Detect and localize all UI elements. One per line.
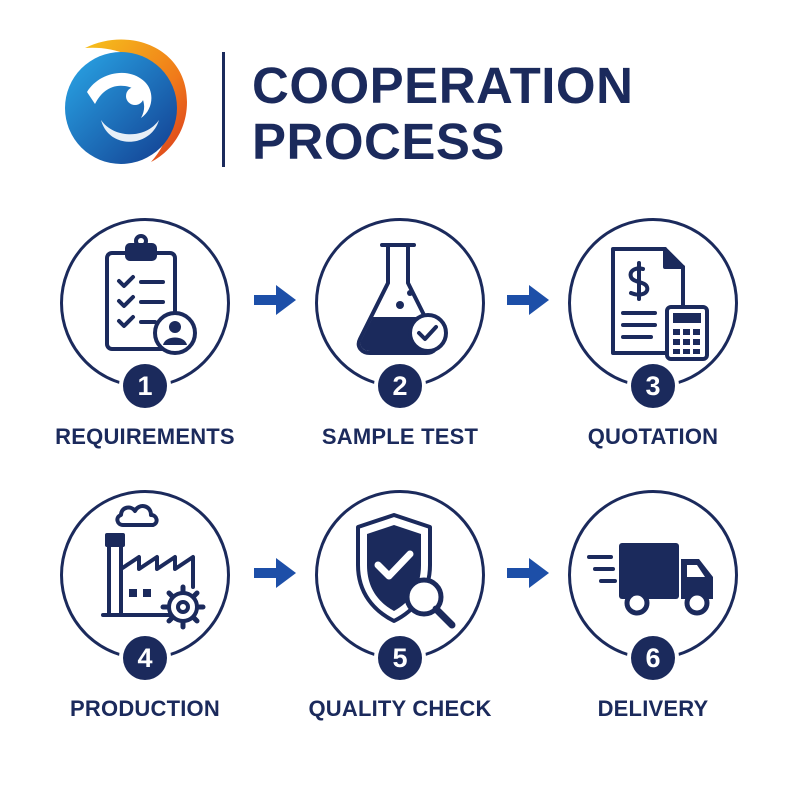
arrow-right-icon bbox=[254, 558, 296, 588]
step-circle bbox=[568, 490, 738, 660]
step-label: QUOTATION bbox=[587, 424, 719, 449]
step-circle bbox=[568, 218, 738, 388]
step-production: 4 PRODUCTION bbox=[20, 490, 270, 750]
step-quality-check: 5 QUALITY CHECK bbox=[275, 490, 525, 750]
step-number-badge: 4 bbox=[123, 636, 167, 680]
step-circle bbox=[315, 490, 485, 660]
flask-check-icon bbox=[356, 243, 448, 355]
step-number-badge: 1 bbox=[123, 364, 167, 408]
step-quotation: 3 QUOTATION bbox=[528, 218, 778, 478]
logo-icon bbox=[65, 39, 187, 164]
step-label: PRODUCTION bbox=[70, 696, 220, 721]
step-label: DELIVERY bbox=[597, 696, 709, 721]
step-circle bbox=[60, 218, 230, 388]
arrow-right-icon bbox=[254, 285, 296, 315]
step-number-badge: 3 bbox=[631, 364, 675, 408]
step-circle bbox=[60, 490, 230, 660]
title-line-1: COOPERATION bbox=[252, 57, 634, 114]
title-line-2: PROCESS bbox=[252, 113, 505, 170]
step-label: QUALITY CHECK bbox=[308, 696, 492, 721]
arrow-right-icon bbox=[507, 285, 549, 315]
header: COOPERATION PROCESS bbox=[0, 0, 800, 190]
step-number-badge: 5 bbox=[378, 636, 422, 680]
step-circle bbox=[315, 218, 485, 388]
header-divider bbox=[222, 52, 225, 167]
arrow-right-icon bbox=[507, 558, 549, 588]
shield-magnifier-icon bbox=[356, 513, 456, 629]
delivery-truck-icon bbox=[587, 543, 713, 616]
step-label: SAMPLE TEST bbox=[321, 424, 479, 449]
step-number-badge: 6 bbox=[631, 636, 675, 680]
clipboard-checklist-user-icon bbox=[105, 234, 197, 355]
step-number-badge: 2 bbox=[378, 364, 422, 408]
step-delivery: 6 DELIVERY bbox=[528, 490, 778, 750]
page-title: COOPERATION PROCESS bbox=[252, 58, 633, 170]
step-sample-test: 2 SAMPLE TEST bbox=[275, 218, 525, 478]
factory-gear-icon bbox=[101, 504, 206, 630]
step-requirements: 1 REQUIREMENTS bbox=[20, 218, 270, 478]
invoice-calculator-icon bbox=[611, 247, 709, 361]
step-label: REQUIREMENTS bbox=[55, 424, 235, 449]
